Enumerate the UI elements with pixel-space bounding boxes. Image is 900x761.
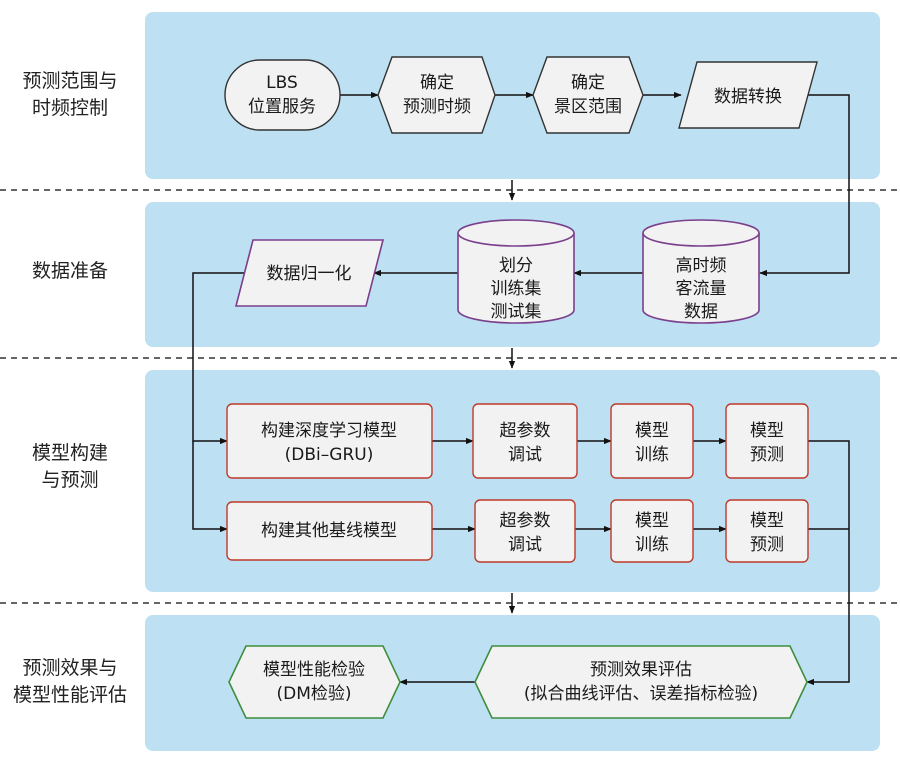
node-lbs: LBS 位置服务 (224, 59, 341, 131)
node-train-2: 模型 训练 (610, 499, 694, 563)
svg-text:模型: 模型 (635, 511, 669, 531)
svg-text:(拟合曲线评估、误差指标检验): (拟合曲线评估、误差指标检验) (524, 684, 758, 704)
node-hyperparam-1: 超参数 调试 (472, 403, 578, 479)
svg-text:构建其他基线模型: 构建其他基线模型 (261, 521, 397, 541)
svg-text:确定: 确定 (420, 73, 454, 93)
node-split-dataset: 划分 训练集 测试集 (457, 219, 575, 324)
svg-text:景区范围: 景区范围 (554, 97, 622, 117)
node-hyperparam-2: 超参数 调试 (474, 499, 576, 563)
svg-text:训练: 训练 (635, 445, 669, 465)
svg-text:模型性能检验: 模型性能检验 (263, 660, 365, 680)
svg-text:高时频: 高时频 (676, 256, 727, 276)
svg-text:训练: 训练 (635, 535, 669, 555)
node-build-dl-model: 构建深度学习模型 (DBi–GRU) (226, 403, 433, 479)
svg-text:构建深度学习模型: 构建深度学习模型 (261, 421, 397, 441)
section-label-eval: 预测效果与 模型性能评估 (12, 657, 127, 706)
node-predict-2: 模型 预测 (725, 499, 809, 563)
svg-text:数据: 数据 (684, 302, 718, 322)
svg-text:预测: 预测 (750, 535, 784, 555)
svg-text:位置服务: 位置服务 (248, 97, 316, 117)
node-high-freq-data: 高时频 客流量 数据 (642, 219, 760, 324)
node-dm-test: 模型性能检验 (DM检验) (228, 645, 401, 719)
svg-text:(DM检验): (DM检验) (276, 684, 351, 704)
node-determine-area: 确定 景区范围 (532, 56, 644, 134)
svg-text:LBS: LBS (266, 73, 298, 93)
svg-text:数据转换: 数据转换 (714, 87, 782, 107)
svg-text:超参数: 超参数 (500, 421, 551, 441)
svg-text:调试: 调试 (508, 535, 542, 555)
node-data-conversion: 数据转换 (678, 61, 818, 129)
svg-text:模型: 模型 (750, 421, 784, 441)
svg-text:划分: 划分 (499, 256, 533, 276)
node-normalize: 数据归一化 (234, 239, 385, 307)
dashed-separators (0, 189, 900, 604)
svg-text:超参数: 超参数 (500, 511, 551, 531)
svg-text:数据归一化: 数据归一化 (267, 264, 352, 284)
svg-text:确定: 确定 (571, 73, 605, 93)
svg-text:模型: 模型 (635, 421, 669, 441)
node-determine-frequency: 确定 预测时频 (377, 56, 496, 134)
node-predict-1: 模型 预测 (725, 403, 809, 479)
svg-text:客流量: 客流量 (676, 279, 727, 299)
section-label-model: 模型构建 与预测 (31, 442, 108, 491)
node-effect-evaluation: 预测效果评估 (拟合曲线评估、误差指标检验) (474, 645, 808, 719)
svg-text:调试: 调试 (508, 445, 542, 465)
svg-text:测试集: 测试集 (491, 302, 542, 322)
svg-text:模型: 模型 (750, 511, 784, 531)
section-label-prep: 数据准备 (31, 260, 108, 282)
svg-text:预测时频: 预测时频 (403, 97, 471, 117)
node-build-baseline-model: 构建其他基线模型 (226, 501, 433, 561)
svg-text:训练集: 训练集 (491, 279, 542, 299)
connectors (192, 91, 850, 686)
svg-text:预测效果评估: 预测效果评估 (590, 660, 692, 680)
section-label-range: 预测范围与 时频控制 (22, 70, 118, 119)
node-train-1: 模型 训练 (610, 403, 694, 479)
svg-text:(DBi–GRU): (DBi–GRU) (285, 445, 374, 465)
svg-text:预测: 预测 (750, 445, 784, 465)
